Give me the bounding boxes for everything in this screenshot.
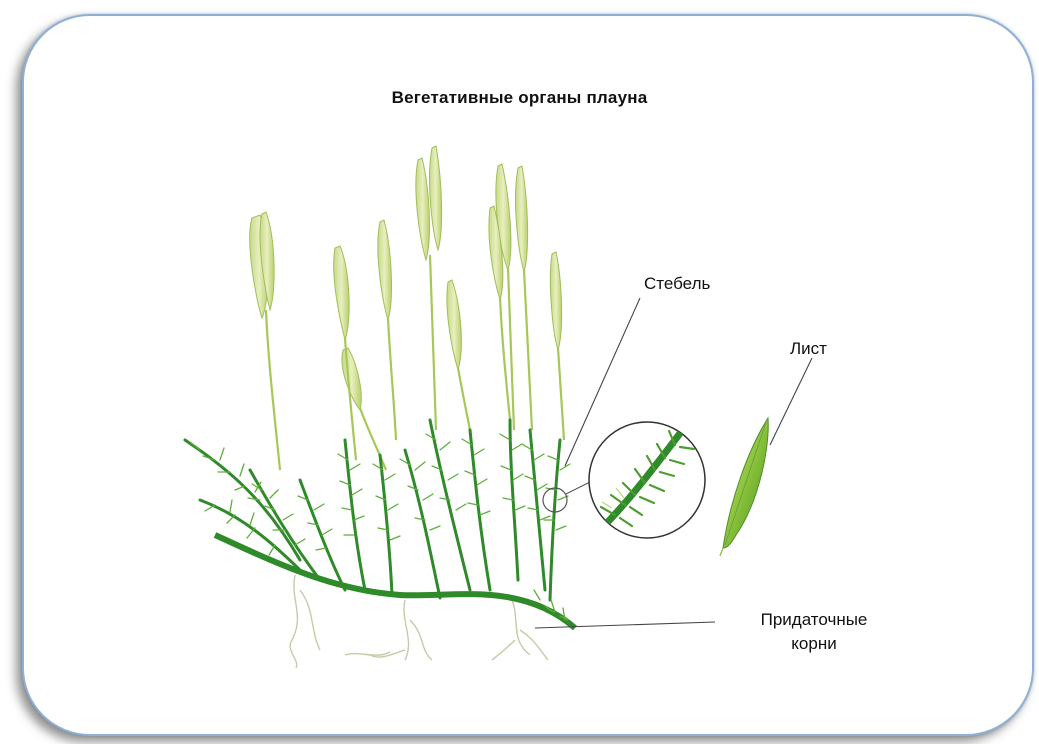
leaf-leader-line — [770, 358, 812, 445]
label-roots-line2: корни — [729, 634, 899, 654]
roots-leader-line — [535, 622, 715, 628]
leafy-branches — [185, 420, 560, 600]
label-leaf: Лист — [790, 339, 827, 359]
adventitious-roots — [290, 575, 548, 668]
stem-zoom-circle — [589, 418, 705, 538]
strobili — [250, 146, 562, 410]
label-roots-line1: Придаточные — [729, 610, 899, 630]
label-stem: Стебель — [644, 274, 710, 294]
leaf-detail — [720, 418, 768, 556]
creeping-stem — [215, 535, 575, 628]
